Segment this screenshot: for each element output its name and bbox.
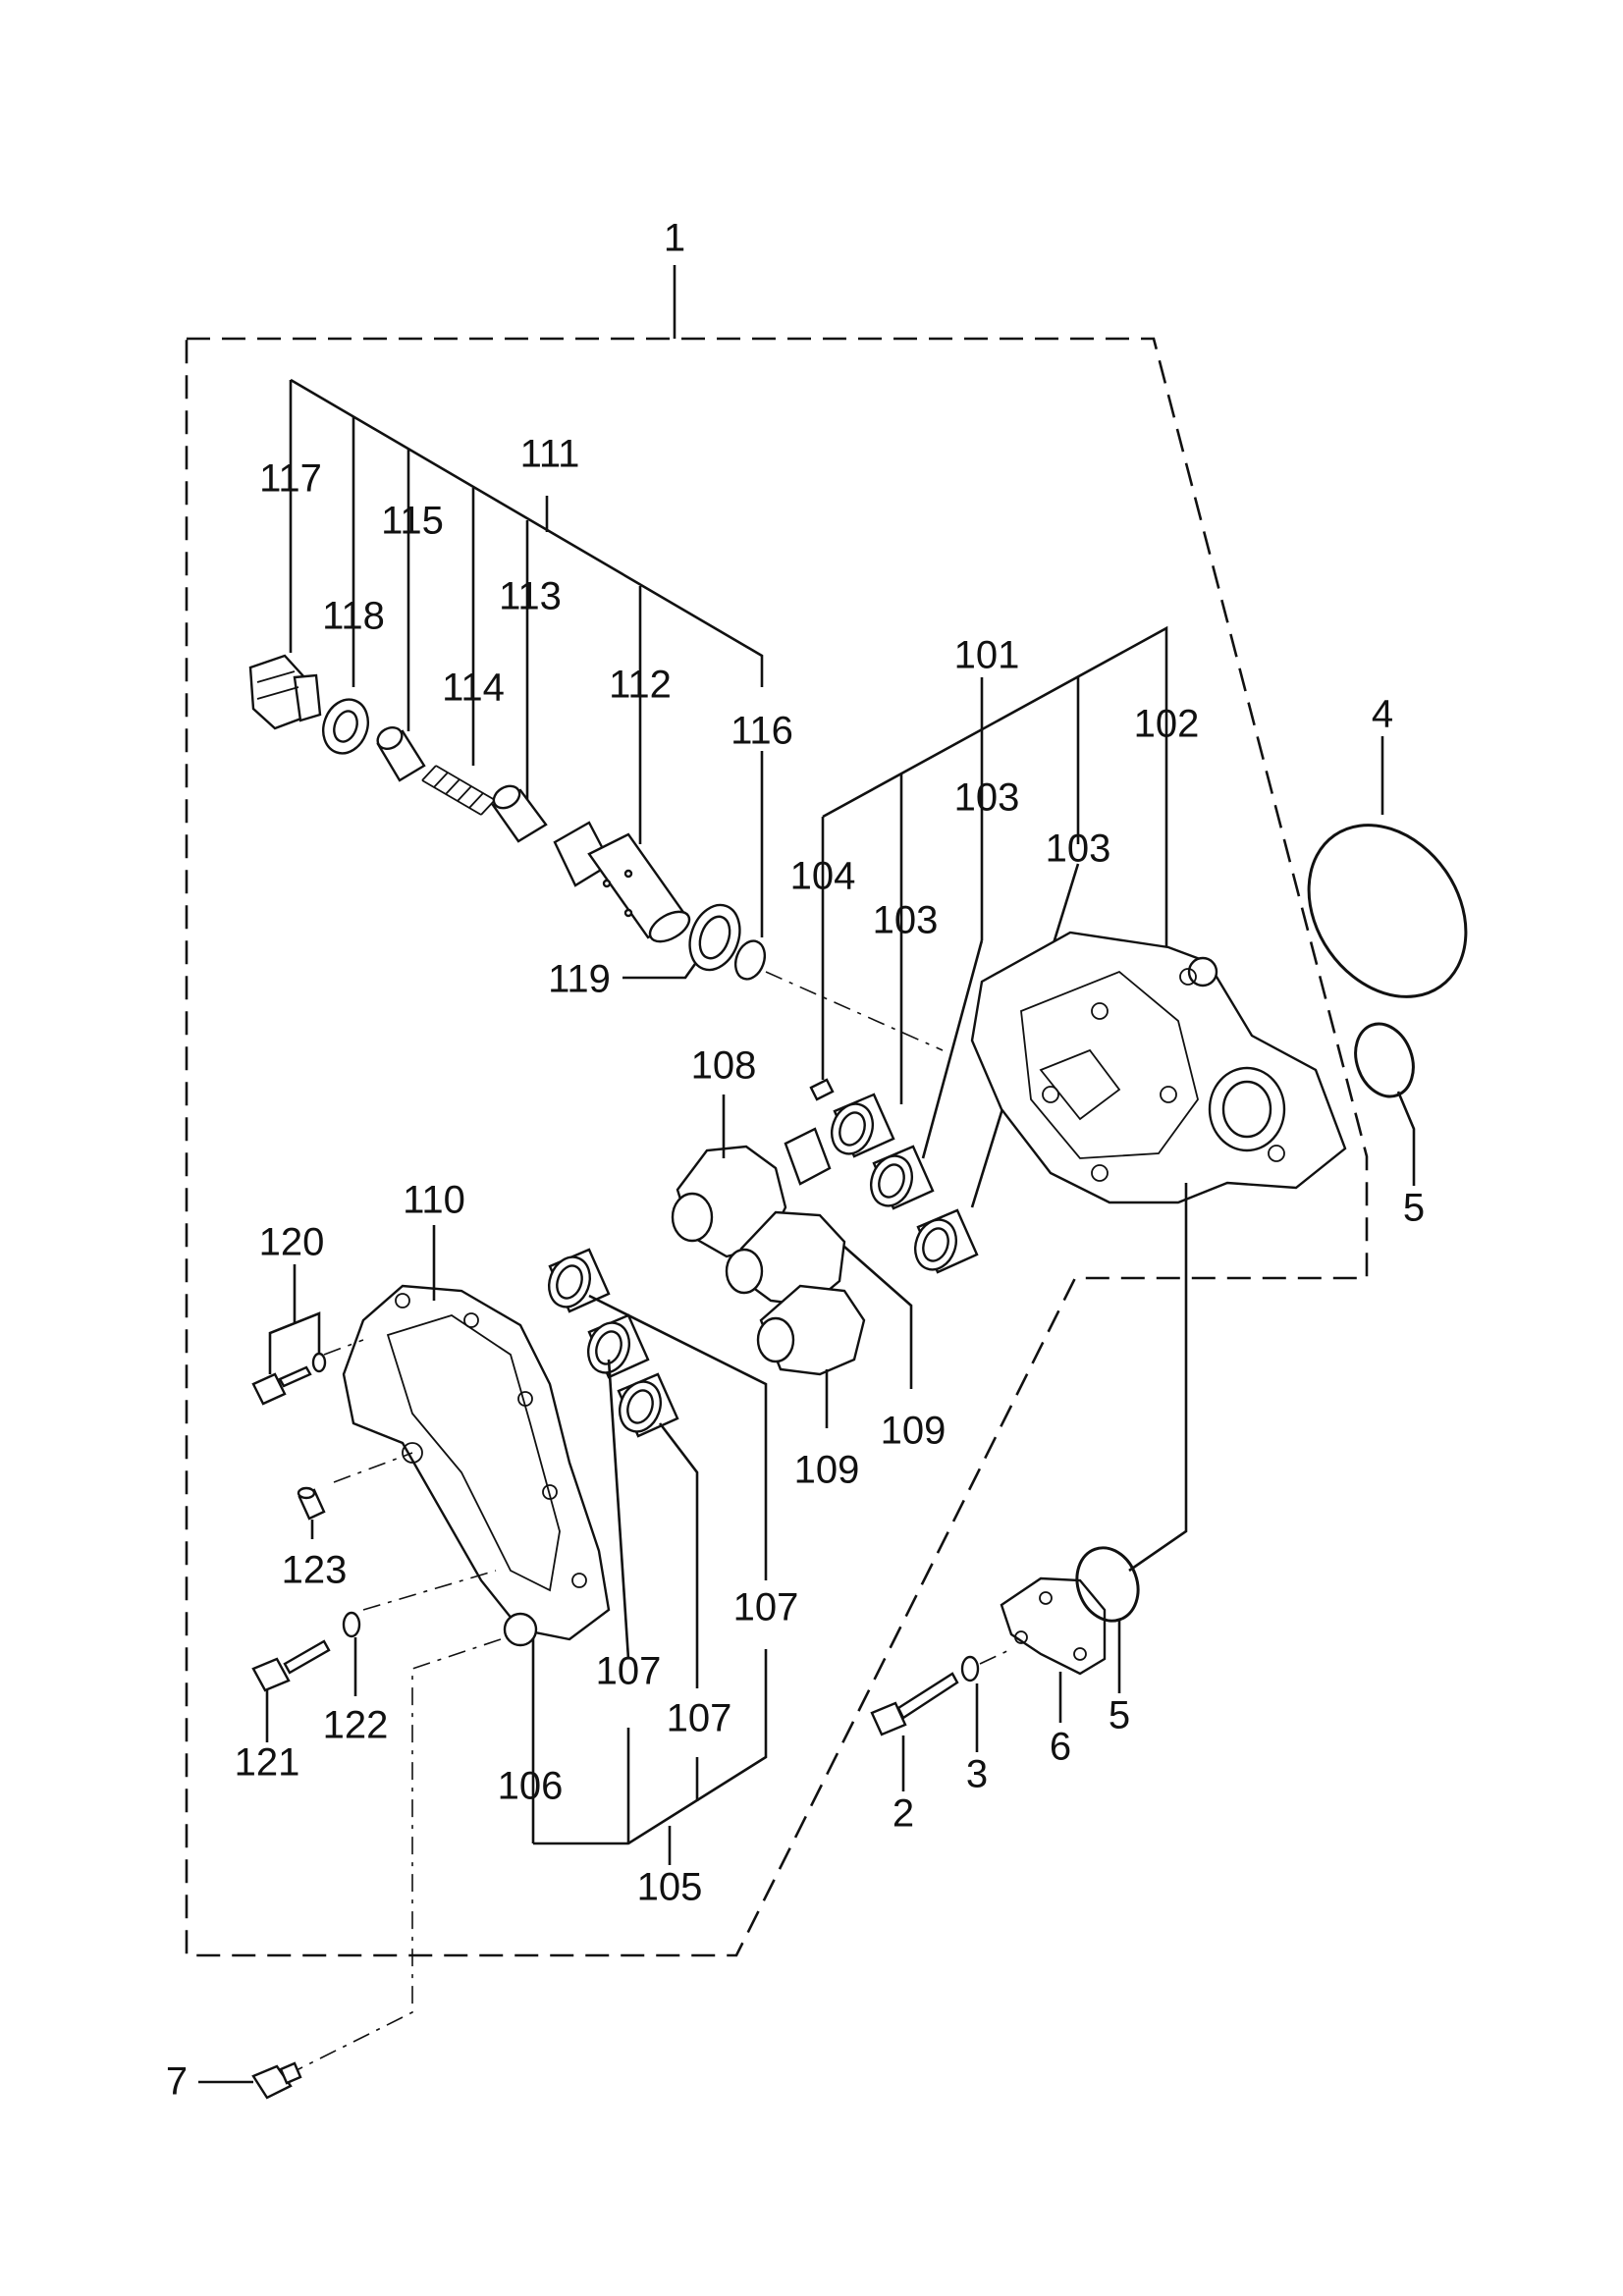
- callout-123: 123: [282, 1549, 348, 1592]
- bushing-107a[interactable]: [542, 1248, 611, 1313]
- callout-114: 114: [442, 667, 505, 710]
- pump-housing-102[interactable]: [970, 931, 1347, 1204]
- callout-103b: 103: [954, 776, 1020, 820]
- bolt-120-axis: [323, 1339, 364, 1356]
- callout-106: 106: [498, 1765, 564, 1808]
- pin-104[interactable]: [809, 1078, 835, 1101]
- bolt-121[interactable]: [251, 1639, 331, 1692]
- bolt-120[interactable]: [251, 1352, 327, 1406]
- callout-1: 1: [664, 217, 685, 260]
- callout-109a: 109: [881, 1410, 947, 1453]
- callout-102: 102: [1134, 703, 1200, 746]
- spring-114[interactable]: [421, 765, 496, 816]
- callout-118: 118: [322, 595, 385, 638]
- callout-108: 108: [691, 1044, 757, 1088]
- leader-107a: [588, 1294, 768, 1580]
- bushing-103b[interactable]: [864, 1145, 935, 1211]
- washer-3[interactable]: [960, 1655, 980, 1682]
- gasket-118[interactable]: [316, 693, 375, 760]
- cover-6[interactable]: [1000, 1576, 1107, 1676]
- callout-5b: 5: [1109, 1694, 1130, 1737]
- callout-120: 120: [259, 1221, 325, 1264]
- o-ring-4[interactable]: [1276, 795, 1498, 1028]
- callout-112: 112: [609, 664, 672, 707]
- gear-109b[interactable]: [756, 1284, 866, 1376]
- callout-105: 105: [637, 1866, 703, 1909]
- washer-122[interactable]: [342, 1611, 361, 1638]
- callout-104: 104: [790, 855, 856, 898]
- spool-112[interactable]: [553, 821, 694, 947]
- cover-bolt-axis: [333, 1452, 413, 1483]
- bracket-valve-group: [290, 378, 764, 687]
- bushing-107c[interactable]: [613, 1372, 679, 1438]
- callout-103c: 103: [1046, 828, 1111, 871]
- leader-5a: [1396, 1091, 1416, 1186]
- callout-113: 113: [499, 575, 562, 618]
- fitting-7[interactable]: [251, 2061, 302, 2100]
- callout-116: 116: [730, 710, 793, 753]
- callout-121: 121: [235, 1741, 300, 1785]
- callout-6: 6: [1050, 1726, 1071, 1769]
- valve-axis: [765, 971, 944, 1051]
- callout-101: 101: [954, 634, 1020, 677]
- callout-3: 3: [966, 1753, 988, 1796]
- bushing-107b[interactable]: [581, 1313, 650, 1379]
- callout-5a: 5: [1403, 1187, 1425, 1230]
- callout-7: 7: [166, 2060, 188, 2104]
- callout-111: 111: [520, 433, 580, 476]
- callout-115: 115: [381, 500, 444, 543]
- leader-103b-tail: [921, 939, 984, 1159]
- leader-housing-seal: [1128, 1183, 1188, 1573]
- callout-117: 117: [259, 457, 322, 501]
- o-ring-116[interactable]: [730, 936, 770, 983]
- callout-109b: 109: [794, 1449, 860, 1492]
- callout-103a: 103: [873, 899, 939, 942]
- bushing-103c[interactable]: [908, 1208, 979, 1275]
- plug-123[interactable]: [297, 1486, 326, 1521]
- leader-107b: [607, 1359, 630, 1660]
- piston-113[interactable]: [490, 781, 548, 843]
- callout-107a: 107: [733, 1586, 799, 1629]
- cover-washer-axis: [362, 1570, 497, 1611]
- cover-110[interactable]: [342, 1284, 611, 1647]
- bushing-103a[interactable]: [825, 1093, 895, 1159]
- callout-107c: 107: [667, 1697, 732, 1740]
- bolt-2[interactable]: [870, 1672, 959, 1736]
- callout-4: 4: [1372, 693, 1393, 736]
- cover-6-axis: [979, 1648, 1012, 1665]
- callout-119: 119: [548, 958, 611, 1001]
- callout-2: 2: [893, 1792, 914, 1836]
- callout-122: 122: [323, 1704, 389, 1747]
- plug-117[interactable]: [248, 654, 322, 730]
- sleeve-115[interactable]: [374, 723, 426, 782]
- assembly-boundary: [185, 337, 1369, 1957]
- callout-107b: 107: [596, 1650, 662, 1693]
- ring-119[interactable]: [681, 898, 748, 977]
- bracket-120: [268, 1311, 321, 1374]
- gear-109a[interactable]: [725, 1210, 846, 1308]
- leader-107c: [658, 1422, 699, 1688]
- bracket-housing-group: [822, 625, 1168, 942]
- o-ring-5a[interactable]: [1346, 1016, 1424, 1105]
- drain-path: [294, 1638, 502, 2072]
- leader-109a: [843, 1246, 913, 1389]
- callout-110: 110: [403, 1179, 465, 1222]
- o-ring-5b[interactable]: [1067, 1539, 1148, 1629]
